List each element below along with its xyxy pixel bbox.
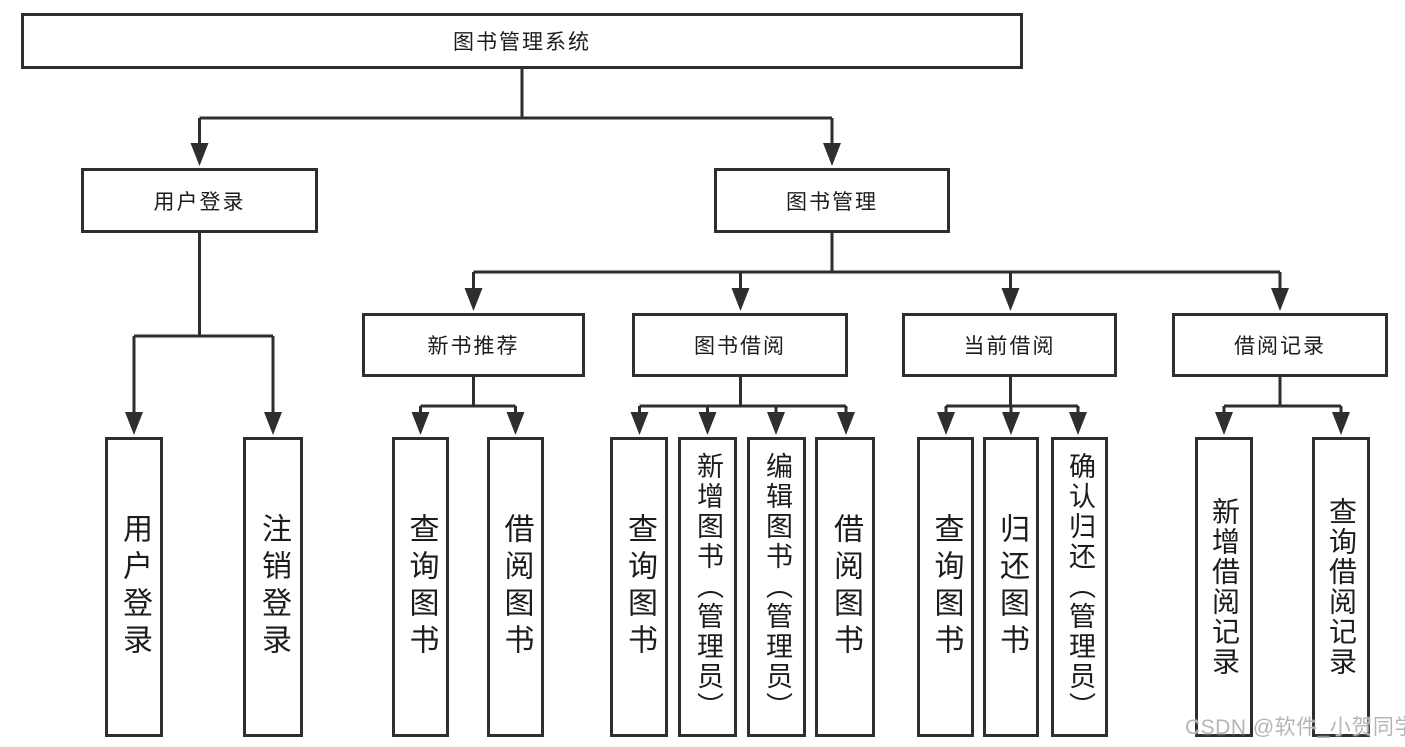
leaf-label: 确认归还（管理员） xyxy=(1065,452,1095,722)
leaf-label: 借阅图书 xyxy=(829,513,862,661)
leaf-query-borrow-record: 查询借阅记录 xyxy=(1312,437,1370,737)
leaf-borrow-books-borrowing: 借阅图书 xyxy=(815,437,875,737)
node-borrowing-records: 借阅记录 xyxy=(1172,313,1388,377)
leaf-query-books-borrowing: 查询图书 xyxy=(610,437,668,737)
leaf-label: 查询图书 xyxy=(623,513,656,661)
node-new-book-recommendation: 新书推荐 xyxy=(362,313,585,377)
watermark: CSDN @软件_小贺同学 xyxy=(1185,716,1405,739)
leaf-add-book-admin: 新增图书（管理员） xyxy=(678,437,737,737)
leaf-label: 新增图书（管理员） xyxy=(693,452,723,722)
leaf-label: 用户登录 xyxy=(118,513,151,661)
leaf-label: 归还图书 xyxy=(995,513,1028,661)
leaf-borrow-books-recommend: 借阅图书 xyxy=(487,437,544,737)
node-user-login: 用户登录 xyxy=(81,168,318,233)
leaf-query-books-recommend: 查询图书 xyxy=(392,437,449,737)
leaf-return-book: 归还图书 xyxy=(983,437,1039,737)
leaf-label: 新增借阅记录 xyxy=(1209,497,1240,677)
leaf-label: 查询借阅记录 xyxy=(1326,497,1357,677)
leaf-label: 查询图书 xyxy=(929,513,963,661)
leaf-confirm-return-admin: 确认归还（管理员） xyxy=(1051,437,1108,737)
leaf-user-login: 用户登录 xyxy=(105,437,163,737)
node-library-system-root: 图书管理系统 xyxy=(21,13,1023,69)
node-book-borrowing: 图书借阅 xyxy=(632,313,848,377)
leaf-label: 注销登录 xyxy=(257,513,290,661)
leaf-query-books-current: 查询图书 xyxy=(917,437,974,737)
leaf-label: 借阅图书 xyxy=(499,513,533,661)
node-book-management: 图书管理 xyxy=(714,168,950,233)
leaf-edit-book-admin: 编辑图书（管理员） xyxy=(747,437,806,737)
leaf-label: 查询图书 xyxy=(404,513,438,661)
leaf-add-borrow-record: 新增借阅记录 xyxy=(1195,437,1253,737)
leaf-logout: 注销登录 xyxy=(243,437,303,737)
leaf-label: 编辑图书（管理员） xyxy=(762,452,792,722)
node-current-borrowing: 当前借阅 xyxy=(902,313,1117,377)
